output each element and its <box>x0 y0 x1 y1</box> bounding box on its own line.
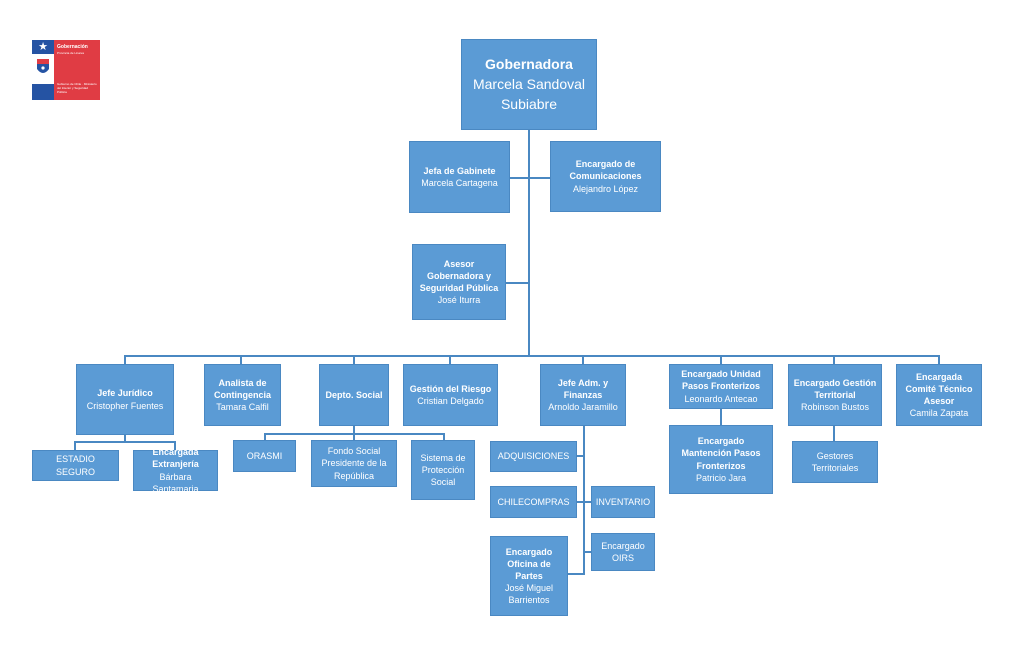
box-title: Encargada Extranjería <box>152 447 199 470</box>
connector <box>74 441 76 450</box>
connector <box>353 433 355 440</box>
connector <box>449 355 451 364</box>
connector <box>833 426 835 441</box>
box-title: Encargado de Comunicaciones <box>569 159 642 182</box>
box-comite-tecnico: Encargada Comité Técnico Asesor Camila Z… <box>896 364 982 426</box>
connector <box>577 501 591 503</box>
box-name: José Iturra <box>437 295 481 306</box>
box-juridico: Jefe Jurídico Cristopher Fuentes <box>76 364 174 435</box>
box-estadio-seguro: ESTADIO SEGURO <box>32 450 119 481</box>
logo-ministry: Gobierno de Chile · Ministerio del Inter… <box>57 82 97 94</box>
connector <box>720 355 722 364</box>
connector <box>584 551 591 553</box>
gobernacion-logo: ★ Gobernación Provincia de Linares Gobie… <box>32 40 100 100</box>
box-proteccion-social: Sistema de Protección Social <box>411 440 475 500</box>
box-oirs: Encargado OIRS <box>591 533 655 571</box>
box-title: Jefe Adm. y Finanzas <box>557 377 609 400</box>
box-gobernadora: Gobernadora Marcela Sandoval Subiabre <box>461 39 597 130</box>
connector <box>506 282 529 284</box>
connector <box>124 435 126 441</box>
box-name: Leonardo Antecao <box>684 393 758 404</box>
box-title: Sistema de Protección Social <box>420 452 466 488</box>
box-title: Gestores Territoriales <box>811 450 859 473</box>
box-name: Tamara Calfil <box>216 402 269 413</box>
box-name: Subiabre <box>500 96 558 112</box>
connector <box>577 455 584 457</box>
connector <box>353 355 355 364</box>
box-name: Arnoldo Jaramillo <box>548 402 618 413</box>
box-name: Marcela Sandoval <box>472 76 586 93</box>
box-title: Encargado Mantención Pasos Fronterizos <box>681 436 761 471</box>
box-contingencia: Analista de Contingencia Tamara Calfil <box>204 364 281 426</box>
connector <box>174 441 176 450</box>
box-name: Camila Zapata <box>909 408 969 419</box>
box-name: Patricio Jara <box>695 472 747 483</box>
crest-icon <box>37 59 49 73</box>
box-jefa-gabinete: Jefa de Gabinete Marcela Cartagena <box>409 141 510 213</box>
connector <box>124 355 940 357</box>
box-name: Alejandro López <box>572 183 639 194</box>
box-title: INVENTARIO <box>595 496 651 507</box>
connector <box>443 433 445 440</box>
box-title: Fondo Social Presidente de la República <box>321 446 387 481</box>
connector <box>568 573 585 575</box>
box-mantencion-pasos: Encargado Mantención Pasos Fronterizos P… <box>669 425 773 494</box>
box-adm-finanzas: Jefe Adm. y Finanzas Arnoldo Jaramillo <box>540 364 626 426</box>
connector <box>833 355 835 364</box>
logo-subtitle: Provincia de Linares <box>57 51 85 55</box>
box-title: Asesor Gobernadora y Seguridad Pública <box>419 258 499 293</box>
box-name: Cristopher Fuentes <box>86 400 164 411</box>
box-extranjeria: Encargada Extranjería Bárbara Santamaria <box>133 447 218 494</box>
box-title: Encargado OIRS <box>601 540 645 563</box>
box-name: Marcela Cartagena <box>421 178 498 188</box>
box-title: Encargado Oficina de Partes <box>505 546 553 581</box>
box-title: ADQUISICIONES <box>497 451 570 462</box>
connector <box>938 355 940 364</box>
box-title: Encargada Comité Técnico Asesor <box>905 371 973 406</box>
box-name: Cristian Delgado <box>417 396 484 406</box>
box-gestion-territorial: Encargado Gestión Territorial Robinson B… <box>788 364 882 426</box>
connector <box>583 426 585 575</box>
connector <box>240 355 242 364</box>
box-pasos-fronterizos: Encargado Unidad Pasos Fronterizos Leona… <box>669 364 773 409</box>
box-title: Analista de Contingencia <box>213 377 271 400</box>
box-asesor: Asesor Gobernadora y Seguridad Pública J… <box>412 244 506 320</box>
box-adquisiciones: ADQUISICIONES <box>490 441 577 472</box>
logo-title: Gobernación <box>57 44 88 50</box>
box-chilecompras: CHILECOMPRAS <box>490 486 577 518</box>
box-title: Gestión del Riesgo <box>409 383 492 394</box>
connector <box>264 433 266 440</box>
box-oficina-partes: Encargado Oficina de Partes José Miguel … <box>490 536 568 616</box>
connector <box>510 177 550 179</box>
box-title: ORASMI <box>246 450 283 461</box>
box-gestion-riesgo: Gestión del Riesgo Cristian Delgado <box>403 364 498 426</box>
box-title: Jefa de Gabinete <box>423 165 496 176</box>
box-orasmi: ORASMI <box>233 440 296 472</box>
box-title: Depto. Social <box>325 389 383 400</box>
box-name: Bárbara Santamaria <box>152 471 199 494</box>
box-inventario: INVENTARIO <box>591 486 655 518</box>
box-gestores-territoriales: Gestores Territoriales <box>792 441 878 483</box>
box-title: CHILECOMPRAS <box>497 496 570 507</box>
connector <box>74 441 176 443</box>
box-name: José Miguel Barrientos <box>504 583 554 606</box>
box-comunicaciones: Encargado de Comunicaciones Alejandro Ló… <box>550 141 661 212</box>
box-depto-social: Depto. Social <box>319 364 389 426</box>
box-name: Robinson Bustos <box>800 402 870 413</box>
connector <box>353 426 355 434</box>
connector <box>124 355 126 364</box>
box-title: Gobernadora <box>485 56 573 73</box>
connector <box>720 409 722 425</box>
box-title: Jefe Jurídico <box>97 388 153 399</box>
star-icon: ★ <box>38 41 48 53</box>
connector <box>528 130 530 356</box>
box-title: Encargado Unidad Pasos Fronterizos <box>681 369 761 392</box>
box-title: Encargado Gestión Territorial <box>793 377 877 400</box>
box-title: ESTADIO SEGURO <box>55 454 95 477</box>
connector <box>582 355 584 364</box>
box-fondo-social: Fondo Social Presidente de la República <box>311 440 397 487</box>
